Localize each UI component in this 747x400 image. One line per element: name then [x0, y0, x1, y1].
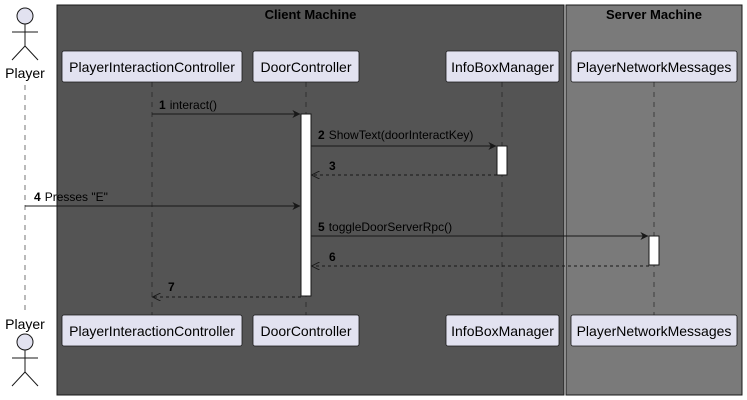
svg-text:PlayerNetworkMessages: PlayerNetworkMessages	[577, 323, 732, 339]
message-2-text: ShowText(doorInteractKey)	[329, 128, 474, 142]
svg-text:PlayerInteractionController: PlayerInteractionController	[69, 323, 235, 339]
message-3-number: 3	[329, 159, 336, 173]
svg-text:6: 6	[329, 250, 336, 264]
participant-player-network-messages-bottom: PlayerNetworkMessages	[570, 314, 738, 347]
participant-info-box-manager-top: InfoBoxManager	[445, 50, 560, 83]
participant-player-network-messages-top: PlayerNetworkMessages	[570, 50, 738, 83]
actor-head-icon	[16, 333, 34, 351]
svg-text:PlayerInteractionController: PlayerInteractionController	[69, 59, 235, 75]
message-6: 6	[312, 250, 649, 266]
message-1-number: 1	[159, 98, 166, 112]
svg-text:3: 3	[329, 159, 336, 173]
participant-info-box-manager-bottom: InfoBoxManager	[445, 314, 560, 347]
participant-door-controller-top: DoorController	[252, 50, 360, 83]
activation-info-box-manager	[496, 145, 508, 176]
message-7-number: 7	[168, 280, 175, 294]
message-5-number: 5	[318, 220, 325, 234]
actor-player-label-top: Player	[5, 65, 45, 81]
message-1: 1 interact()	[152, 98, 301, 118]
message-7: 7	[153, 280, 301, 297]
actor-player-bottom	[11, 333, 39, 387]
activation-door-controller	[300, 113, 312, 297]
participant-player-interaction-controller-top: PlayerInteractionController	[61, 50, 243, 83]
svg-text:InfoBoxManager: InfoBoxManager	[451, 59, 554, 75]
svg-text:PlayerNetworkMessages: PlayerNetworkMessages	[577, 59, 732, 75]
message-4-number: 4	[34, 190, 41, 204]
client-machine-title: Client Machine	[265, 7, 357, 22]
activation-player-network-messages	[648, 235, 660, 266]
message-1-text: interact()	[170, 98, 217, 112]
message-4-text: Presses "E"	[45, 190, 108, 204]
message-4: 4 Presses "E"	[25, 190, 301, 210]
svg-text:7: 7	[168, 280, 175, 294]
actor-player-label-bottom: Player	[5, 316, 45, 332]
actor-player-top	[11, 7, 39, 61]
message-2-number: 2	[318, 128, 325, 142]
server-machine-title: Server Machine	[606, 7, 702, 22]
svg-text:DoorController: DoorController	[260, 323, 351, 339]
participant-player-interaction-controller-bottom: PlayerInteractionController	[61, 314, 243, 347]
message-6-number: 6	[329, 250, 336, 264]
message-5: 5 toggleDoorServerRpc()	[311, 220, 649, 240]
message-5-text: toggleDoorServerRpc()	[329, 220, 452, 234]
svg-text:DoorController: DoorController	[260, 59, 351, 75]
message-2: 2 ShowText(doorInteractKey)	[311, 128, 497, 150]
actor-head-icon	[16, 7, 34, 25]
svg-text:InfoBoxManager: InfoBoxManager	[451, 323, 554, 339]
message-3: 3	[312, 159, 497, 175]
participant-door-controller-bottom: DoorController	[252, 314, 360, 347]
